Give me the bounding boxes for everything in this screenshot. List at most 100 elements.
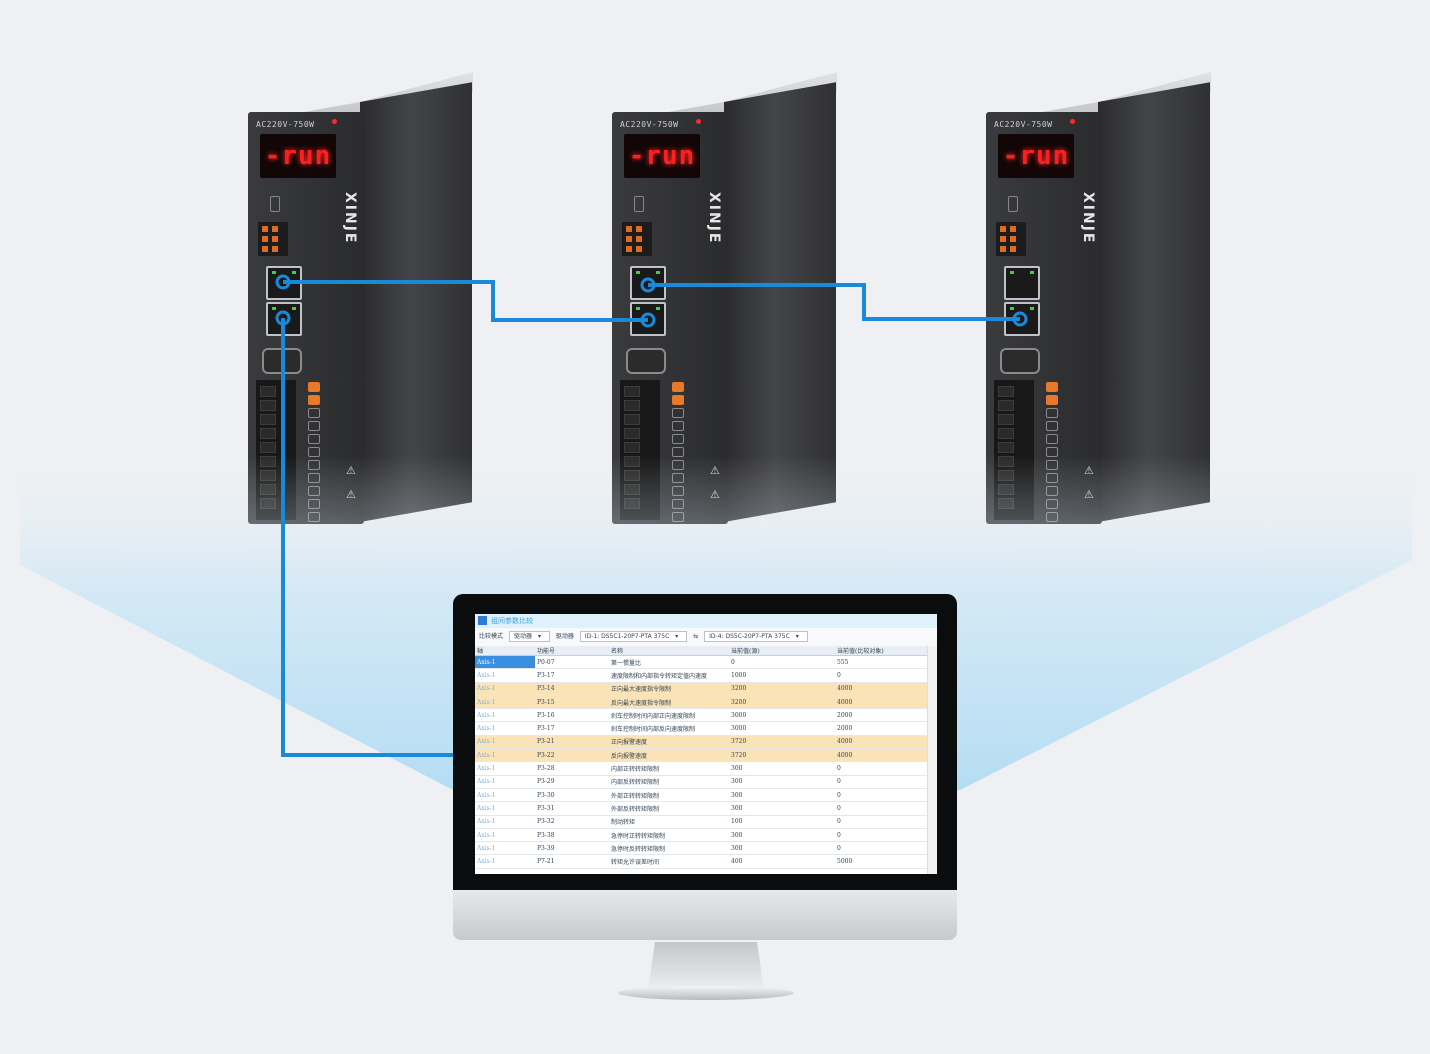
source-value-cell: 1000 [729, 668, 835, 683]
param-id-cell: P3-31 [535, 801, 609, 816]
param-name-cell: 外部正转转矩限制 [609, 788, 729, 803]
param-id-cell: P0-07 [535, 655, 609, 670]
axis-cell: Axis-1 [475, 655, 535, 670]
brand-logo: XINJE [342, 192, 358, 245]
axis-cell: Axis-1 [475, 761, 535, 776]
ethernet-port-out[interactable] [1004, 266, 1040, 300]
axis-cell: Axis-1 [475, 748, 535, 763]
monitor-base [618, 986, 794, 1000]
axis-cell: Axis-1 [475, 708, 535, 723]
target-value-cell: 4000 [835, 748, 927, 763]
param-name-cell: 第一惯量比 [609, 655, 729, 670]
drive-model-label: AC220V-750W [256, 120, 315, 129]
axis-cell: Axis-1 [475, 735, 535, 750]
axis-cell: Axis-1 [475, 841, 535, 856]
target-value-cell: 0 [835, 801, 927, 816]
axis-cell: Axis-1 [475, 775, 535, 789]
param-name-cell: 反向最大速度指令限制 [609, 695, 729, 710]
param-id-cell: P3-28 [535, 761, 609, 776]
port-connection-dot [1012, 311, 1028, 327]
source-value-cell: 3720 [729, 735, 835, 750]
port-connection-dot [640, 312, 656, 328]
drive-model-label: AC220V-750W [994, 120, 1053, 129]
source-drive-select[interactable]: ID-1: DS5C1-20P7-PTA 375C▾ [579, 631, 688, 642]
target-value-cell: 0 [835, 815, 927, 829]
column-header[interactable]: 当前值(比较对象) [835, 646, 927, 656]
param-id-cell: P3-22 [535, 748, 609, 763]
column-header[interactable]: 名称 [609, 646, 729, 656]
target-value-cell: 0 [835, 761, 927, 776]
target-value-cell: 0 [835, 668, 927, 683]
column-header[interactable]: 功能号 [535, 646, 609, 656]
source-value-cell: 300 [729, 801, 835, 816]
seven-segment-display: -run [998, 134, 1074, 178]
swap-icon[interactable]: ⇆ [693, 633, 699, 640]
cable-drive-2-to-drive-3 [648, 283, 1020, 321]
source-value-cell: 3200 [729, 695, 835, 710]
source-value-cell: 300 [729, 788, 835, 803]
compare-mode-select[interactable]: 驱动器▾ [508, 631, 550, 642]
monitor-stand [648, 942, 764, 990]
source-value-cell: 3720 [729, 748, 835, 763]
drive-label: 驱动器 [555, 633, 574, 640]
param-id-cell: P3-29 [535, 775, 609, 789]
table-scrollbar[interactable] [927, 646, 937, 874]
axis-cell: Axis-1 [475, 788, 535, 803]
source-value-cell: 3200 [729, 682, 835, 696]
port-connection-dot [640, 277, 656, 293]
column-header[interactable]: 轴 [475, 646, 535, 656]
target-value-cell: 0 [835, 788, 927, 803]
drive-model-label: AC220V-750W [620, 120, 679, 129]
target-value-cell: 0 [835, 775, 927, 789]
usb-port-icon [634, 196, 644, 212]
param-id-cell: P3-30 [535, 788, 609, 803]
param-id-cell: P3-14 [535, 682, 609, 696]
param-name-cell: 内部反转转矩限制 [609, 775, 729, 789]
source-value-cell: 100 [729, 815, 835, 829]
chevron-down-icon: ▾ [675, 633, 679, 640]
param-name-cell: 刹车控制时间内部正向速度限制 [609, 708, 729, 723]
power-terminal [996, 222, 1026, 256]
param-id-cell: P7-21 [535, 854, 609, 869]
target-value-cell: 4000 [835, 682, 927, 696]
column-header[interactable]: 当前值(源) [729, 646, 835, 656]
compare-mode-label: 比较模式 [479, 633, 504, 640]
chevron-down-icon: ▾ [537, 633, 541, 640]
computer-monitor: 组间参数比较 比较模式 驱动器▾ 驱动器 ID-1: DS5C1-20P7-PT… [453, 594, 957, 942]
target-value-cell: 2000 [835, 708, 927, 723]
usb-port-icon [270, 196, 280, 212]
source-value-cell: 300 [729, 775, 835, 789]
target-value-cell: 0 [835, 841, 927, 856]
brand-logo: XINJE [706, 192, 722, 245]
param-id-cell: P3-39 [535, 841, 609, 856]
param-name-cell: 反向报警速度 [609, 748, 729, 763]
power-led [696, 119, 701, 124]
param-name-cell: 转矩允许误差时间 [609, 854, 729, 869]
axis-cell: Axis-1 [475, 682, 535, 696]
target-drive-select[interactable]: ID-4: DS5C-20P7-PTA 375C▾ [704, 631, 808, 642]
source-value-cell: 3000 [729, 708, 835, 723]
axis-cell: Axis-1 [475, 668, 535, 683]
power-terminal [258, 222, 288, 256]
encoder-connector [626, 348, 666, 374]
seven-segment-display: -run [624, 134, 700, 178]
param-name-cell: 内部正转转矩限制 [609, 761, 729, 776]
